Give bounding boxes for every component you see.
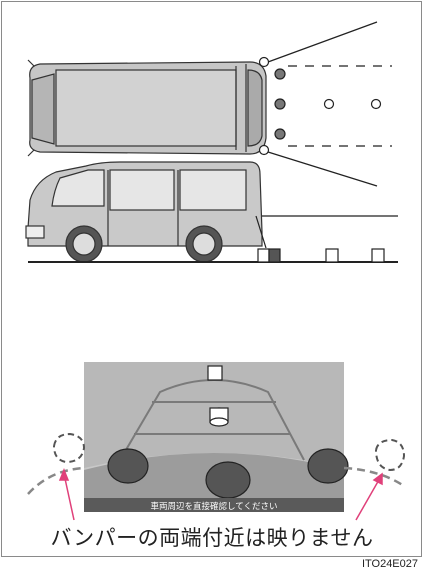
van-side-view [26, 162, 266, 262]
van-top-view [28, 60, 266, 156]
figure-code: ITO24E027 [362, 558, 418, 570]
sensor-points-top [260, 58, 381, 155]
camera-screen: 車両周辺を直接確認してください [84, 362, 348, 512]
caption: バンパーの両端付近は映りません [0, 522, 424, 552]
screen-message: 車両周辺を直接確認してください [151, 501, 278, 512]
